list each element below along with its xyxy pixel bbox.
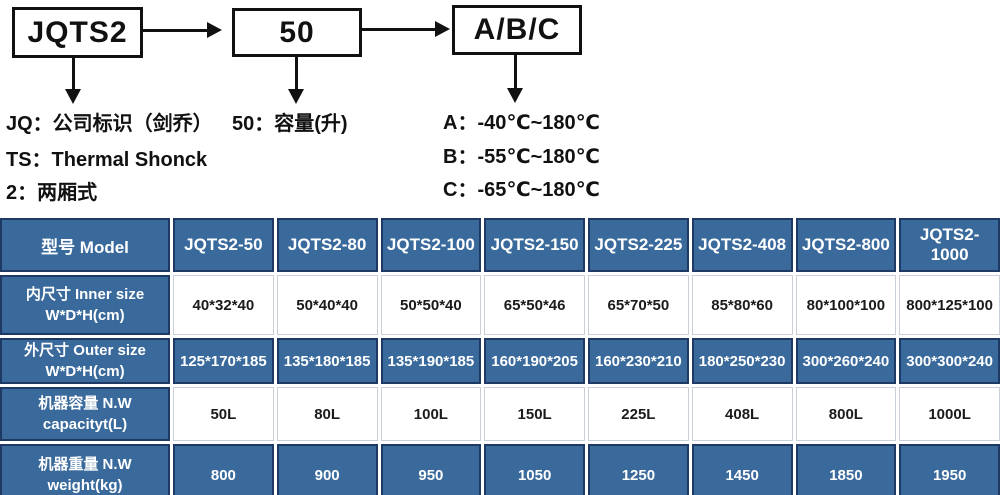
weight-cell: 1050 — [484, 444, 585, 495]
capacity-cell: 150L — [484, 387, 585, 441]
header-cell: JQTS2-1000 — [899, 218, 1000, 272]
outer-size-cell: 160*230*210 — [588, 338, 689, 384]
inner-size-cell: 65*50*46 — [484, 275, 585, 335]
header-cell-model: 型号 Model — [0, 218, 170, 272]
capacity-cell: 100L — [380, 387, 482, 441]
weight-cell: 950 — [380, 444, 482, 495]
capacity-cell: 800L — [795, 387, 897, 441]
inner-size-cell: 85*80*60 — [691, 275, 793, 335]
inner-size-cell: 80*100*100 — [795, 275, 897, 335]
row-label-zh: 外尺寸 Outer size — [24, 342, 146, 359]
outer-size-cell: 300*260*240 — [795, 338, 897, 384]
row-label-zh: 机器容量 N.W — [38, 395, 132, 412]
model-series-box: JQTS2 — [12, 7, 143, 58]
arrow-down-icon — [506, 55, 524, 103]
inner-size-cell: 800*125*100 — [899, 275, 1000, 335]
weight-cell: 800 — [173, 444, 274, 495]
temp-type-code-box: A/B/C — [452, 5, 582, 55]
weight-cell: 1450 — [691, 444, 793, 495]
inner-size-cell: 65*70*50 — [588, 275, 689, 335]
row-label-inner-size: 内尺寸 Inner size W*D*H(cm) — [0, 275, 170, 335]
capacity-cell: 225L — [588, 387, 689, 441]
note-thermal-shock: TS：Thermal Shonck — [6, 149, 208, 171]
row-label-outer-size: 外尺寸 Outer size W*D*H(cm) — [0, 338, 170, 384]
row-label-en: W*D*H(cm) — [45, 363, 125, 380]
arrow-right-icon — [362, 20, 450, 38]
weight-cell: 1250 — [588, 444, 689, 495]
header-cell: JQTS2-800 — [795, 218, 897, 272]
header-cell: JQTS2-150 — [484, 218, 585, 272]
row-label-weight: 机器重量 N.W weight(kg) — [0, 444, 170, 495]
arrow-down-icon — [287, 57, 305, 104]
header-cell: JQTS2-100 — [380, 218, 482, 272]
model-naming-diagram: JQTS2 50 A/B/C JQ：公司标识（剑乔） TS：Thermal Sh… — [0, 0, 1000, 218]
row-label-capacity: 机器容量 N.W capacityt(L) — [0, 387, 170, 441]
outer-size-cell: 125*170*185 — [173, 338, 274, 384]
note-company-code: JQ：公司标识（剑乔） — [6, 113, 213, 135]
inner-size-cell: 40*32*40 — [173, 275, 274, 335]
note-temp-range-a: A：-40℃~180℃ — [443, 112, 600, 134]
outer-size-cell: 160*190*205 — [484, 338, 585, 384]
row-label-en: weight(kg) — [47, 477, 123, 494]
row-label-en: W*D*H(cm) — [45, 307, 125, 324]
outer-size-cell: 300*300*240 — [899, 338, 1000, 384]
outer-size-cell: 135*190*185 — [380, 338, 482, 384]
capacity-cell: 1000L — [899, 387, 1000, 441]
header-cell: JQTS2-50 — [173, 218, 274, 272]
arrow-down-icon — [64, 58, 82, 104]
arrow-right-icon — [143, 21, 222, 39]
outer-size-cell: 180*250*230 — [691, 338, 793, 384]
spec-table: 型号 Model JQTS2-50 JQTS2-80 JQTS2-100 JQT… — [0, 218, 1000, 495]
weight-cell: 900 — [276, 444, 378, 495]
outer-size-cell: 135*180*185 — [276, 338, 378, 384]
capacity-cell: 408L — [691, 387, 793, 441]
row-label-zh: 机器重量 N.W — [38, 456, 132, 473]
note-temp-range-c: C：-65℃~180℃ — [443, 179, 600, 201]
capacity-cell: 80L — [276, 387, 378, 441]
note-two-zone: 2：两厢式 — [6, 182, 98, 204]
header-cell: JQTS2-225 — [588, 218, 689, 272]
inner-size-cell: 50*50*40 — [380, 275, 482, 335]
weight-cell: 1850 — [795, 444, 897, 495]
capacity-code-box: 50 — [232, 8, 362, 57]
header-cell: JQTS2-408 — [691, 218, 793, 272]
note-capacity: 50：容量(升) — [232, 113, 348, 135]
note-temp-range-b: B：-55℃~180℃ — [443, 146, 600, 168]
row-label-zh: 内尺寸 Inner size — [25, 286, 145, 303]
inner-size-cell: 50*40*40 — [276, 275, 378, 335]
row-label-en: capacityt(L) — [42, 416, 128, 433]
header-cell: JQTS2-80 — [276, 218, 378, 272]
weight-cell: 1950 — [899, 444, 1000, 495]
capacity-cell: 50L — [173, 387, 274, 441]
